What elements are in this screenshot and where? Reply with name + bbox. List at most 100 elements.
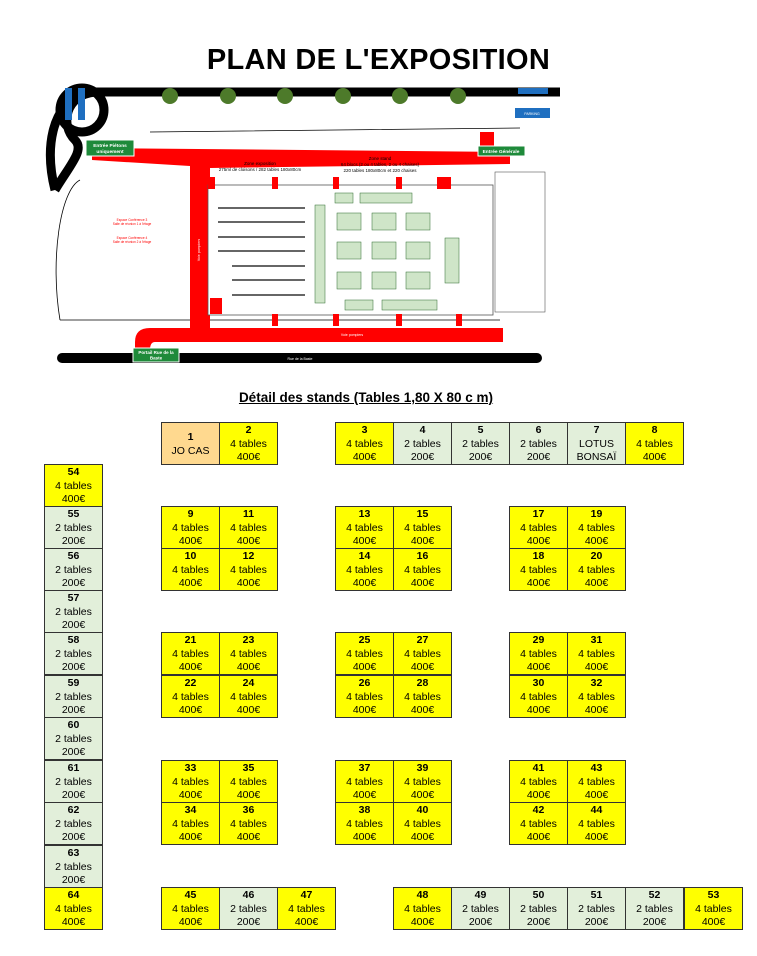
stand-info: 4 tables xyxy=(230,647,267,660)
stand-info: LOTUS xyxy=(578,437,614,450)
stand-number: 14 xyxy=(358,550,371,562)
stand-number: 45 xyxy=(184,889,197,901)
stand-number: 9 xyxy=(187,508,194,520)
stand-number: 23 xyxy=(242,634,255,646)
stand-price: 400€ xyxy=(526,831,551,843)
stand-number: 13 xyxy=(358,508,371,520)
stand-number: 4 xyxy=(419,424,426,436)
main-entrance-sign: Entrée Générale xyxy=(477,145,526,157)
stand-info: 4 tables xyxy=(346,563,383,576)
stand-number: 26 xyxy=(358,677,371,689)
stand-number: 2 xyxy=(245,424,252,436)
stand-price: 400€ xyxy=(584,661,609,673)
stand-info: 2 tables xyxy=(55,732,92,745)
stand-info: 4 tables xyxy=(230,521,267,534)
stand-number: 57 xyxy=(67,592,80,604)
stand-info: 4 tables xyxy=(404,690,441,703)
stand-price: 200€ xyxy=(61,661,86,673)
stand-price: 400€ xyxy=(584,704,609,716)
stand-price: 400€ xyxy=(526,789,551,801)
stand-info: 4 tables xyxy=(172,647,209,660)
stand-price: 400€ xyxy=(236,451,261,463)
stand-info: 2 tables xyxy=(55,521,92,534)
stand-info: 4 tables xyxy=(520,775,557,788)
stand-info: 4 tables xyxy=(404,902,441,915)
stand-price: 400€ xyxy=(410,704,435,716)
stand-price: 400€ xyxy=(410,577,435,589)
stand-price: 400€ xyxy=(584,789,609,801)
stand-price: 200€ xyxy=(236,916,261,928)
stand-price: 400€ xyxy=(701,916,726,928)
stand-info: 4 tables xyxy=(578,563,615,576)
stand-number: 29 xyxy=(532,634,545,646)
stand-price: 400€ xyxy=(178,704,203,716)
stand-info: 4 tables xyxy=(172,563,209,576)
stand-price: BONSAÏ xyxy=(576,451,617,463)
stand-info: 4 tables xyxy=(636,437,673,450)
stand-info: 2 tables xyxy=(55,605,92,618)
stand-info: 4 tables xyxy=(346,690,383,703)
stand-number: 53 xyxy=(707,889,720,901)
stand-price: 200€ xyxy=(61,535,86,547)
stand-price: 200€ xyxy=(584,916,609,928)
stand-info: 4 tables xyxy=(695,902,732,915)
stand-info: 4 tables xyxy=(404,563,441,576)
stand-price: 400€ xyxy=(584,577,609,589)
stand-number: 52 xyxy=(648,889,661,901)
stand-price: 400€ xyxy=(352,789,377,801)
stand-info: 2 tables xyxy=(55,860,92,873)
stand-info: 2 tables xyxy=(55,563,92,576)
stand-price: 200€ xyxy=(526,916,551,928)
stand-number: 35 xyxy=(242,762,255,774)
stand-price: 400€ xyxy=(352,535,377,547)
stand-number: 34 xyxy=(184,804,197,816)
stand-price: 400€ xyxy=(352,661,377,673)
stand-number: 36 xyxy=(242,804,255,816)
stand-price: 400€ xyxy=(584,831,609,843)
stand-price: 400€ xyxy=(178,916,203,928)
stand-number: 47 xyxy=(300,889,313,901)
stand-number: 49 xyxy=(474,889,487,901)
stand-price: 200€ xyxy=(61,789,86,801)
stand-number: 44 xyxy=(590,804,603,816)
stand-price: 400€ xyxy=(352,704,377,716)
stand-price: 400€ xyxy=(526,704,551,716)
stand-price: 400€ xyxy=(61,916,86,928)
stand-info: 4 tables xyxy=(578,817,615,830)
stand-info: 4 tables xyxy=(230,563,267,576)
stand-price: 400€ xyxy=(236,789,261,801)
stand-number: 25 xyxy=(358,634,371,646)
stand-number: 28 xyxy=(416,677,429,689)
stand-number: 38 xyxy=(358,804,371,816)
stand-info: 4 tables xyxy=(578,647,615,660)
